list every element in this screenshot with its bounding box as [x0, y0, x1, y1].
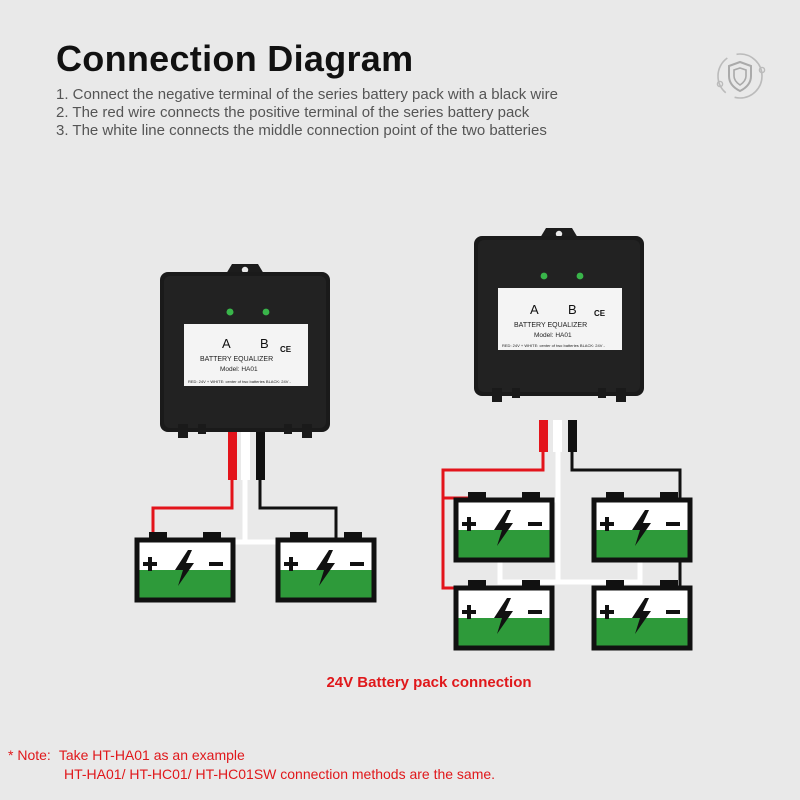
instruction-step-3: 3. The white line connects the middle co…	[56, 122, 547, 139]
device-wiring-note: RED: 24V + WHITE: center of two batterie…	[502, 343, 605, 348]
ce-mark: CE	[280, 345, 292, 354]
page-title: Connection Diagram	[56, 38, 414, 79]
note-line-2: HT-HA01/ HT-HC01/ HT-HC01SW connection m…	[64, 766, 496, 782]
label-b: B	[260, 336, 269, 351]
device-model: Model: HA01	[534, 332, 572, 339]
white-cable	[241, 430, 250, 480]
note-prefix: * Note:	[8, 747, 51, 763]
black-cable	[256, 430, 265, 480]
note-line-1: Take HT-HA01 as an example	[58, 747, 245, 763]
instruction-step-2: 2. The red wire connects the positive te…	[56, 104, 530, 121]
label-a: A	[530, 302, 539, 317]
footnote: * Note: Take HT-HA01 as an example HT-HA0…	[8, 746, 495, 784]
battery-right-2	[594, 492, 690, 560]
instruction-list: 1. Connect the negative terminal of the …	[56, 86, 558, 140]
device-name: BATTERY EQUALIZER	[514, 322, 587, 329]
device-name: BATTERY EQUALIZER	[200, 356, 273, 363]
red-cable	[228, 430, 237, 480]
device-model: Model: HA01	[220, 366, 258, 373]
left-wiring	[151, 430, 338, 545]
diagram-caption: 24V Battery pack connection	[326, 674, 532, 691]
ce-mark: CE	[594, 309, 606, 318]
label-b: B	[568, 302, 577, 317]
equalizer-device-right: A B CE BATTERY EQUALIZER Model: HA01 RED…	[474, 228, 644, 402]
instruction-step-1: 1. Connect the negative terminal of the …	[56, 86, 558, 103]
white-cable	[553, 420, 562, 452]
battery-left-1	[137, 532, 233, 600]
label-a: A	[222, 336, 231, 351]
shield-icon	[716, 53, 766, 99]
red-cable	[539, 420, 548, 452]
battery-right-3	[456, 580, 552, 648]
equalizer-device-left: A B CE BATTERY EQUALIZER Model: HA01 RED…	[160, 264, 330, 438]
device-wiring-note: RED: 24V + WHITE: center of two batterie…	[188, 379, 291, 384]
battery-right-4	[594, 580, 690, 648]
battery-left-2	[278, 532, 374, 600]
battery-right-1	[456, 492, 552, 560]
black-cable	[568, 420, 577, 452]
led-icon	[226, 308, 234, 316]
